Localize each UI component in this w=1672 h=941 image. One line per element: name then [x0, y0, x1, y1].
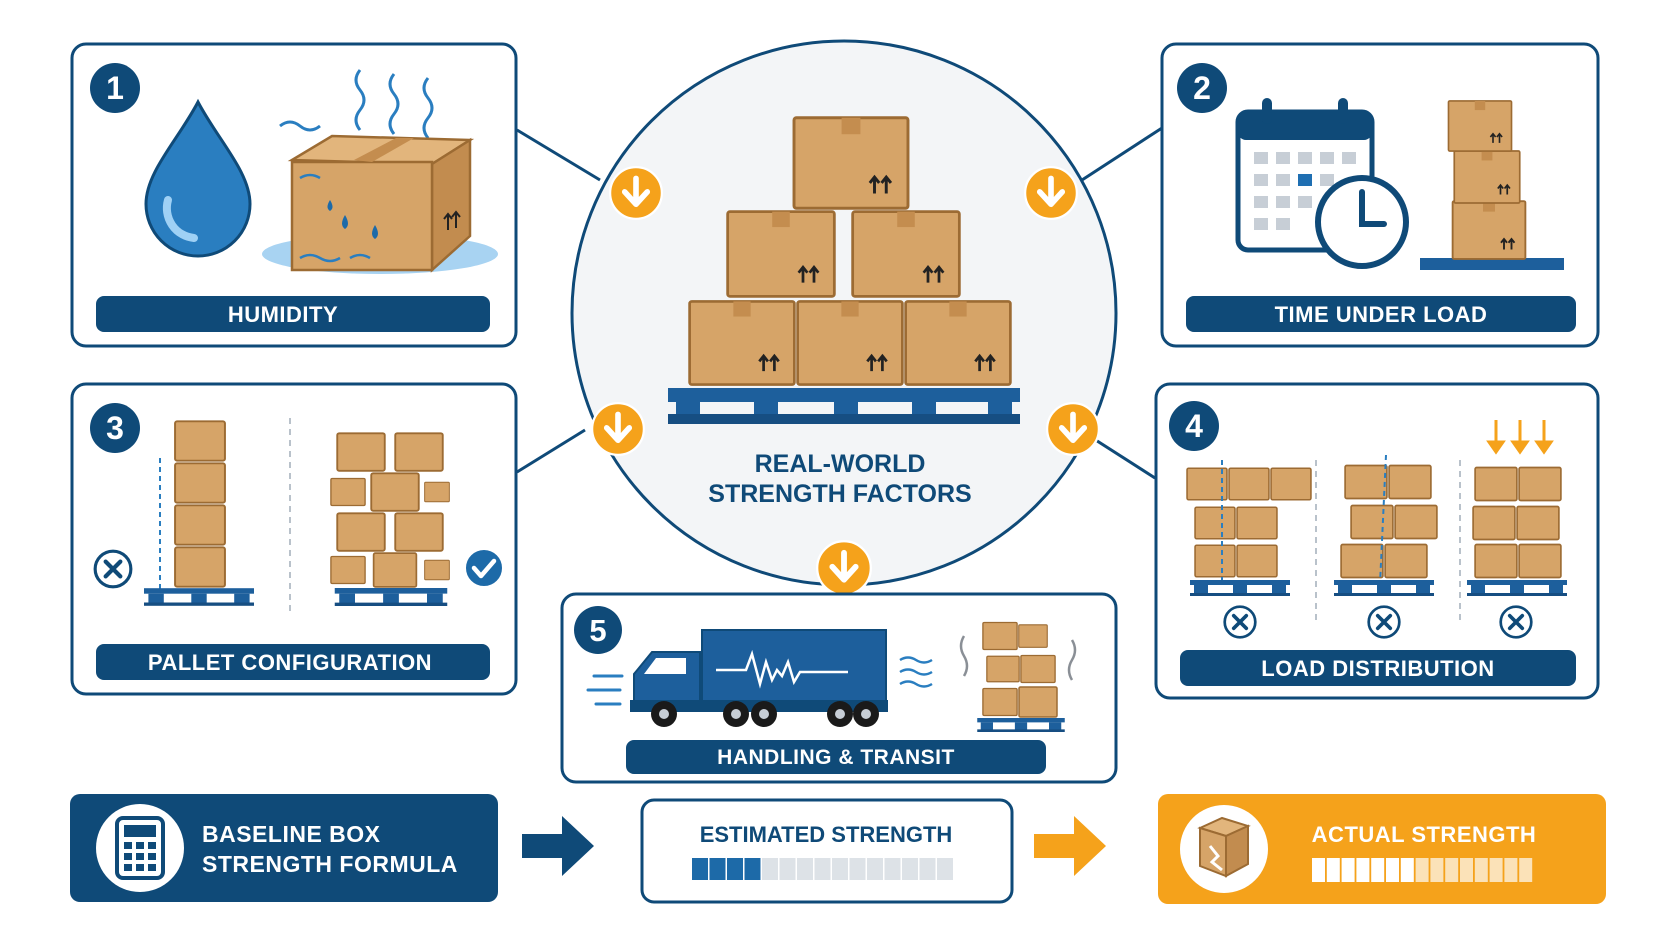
step-number-3: 3	[106, 410, 124, 446]
step-number-badge	[574, 606, 622, 654]
arrow-down-icon	[592, 403, 644, 455]
cross-icon	[1498, 604, 1534, 640]
strength-bar-segment	[1445, 858, 1459, 882]
cross-icon	[95, 551, 131, 587]
factor-label: TIME UNDER LOAD	[1275, 302, 1488, 327]
leaning-stack-icon	[1334, 454, 1438, 596]
center-title-line1: REAL-WORLD	[755, 450, 926, 478]
factor-label-bar	[96, 644, 490, 680]
actual-strength-label: ACTUAL STRENGTH	[1312, 822, 1537, 847]
strength-bar-segment	[1504, 858, 1518, 882]
factor-card-humidity: 1 HUMIDITY	[70, 42, 518, 348]
factor-label-bar	[96, 296, 490, 332]
actual-strength-bar	[1312, 858, 1533, 882]
factor-card-time-under-load: 2 TIME UNDER LOAD	[1160, 42, 1600, 348]
factor-card-load-distribution: 4	[1154, 382, 1600, 700]
check-icon	[464, 548, 504, 588]
strength-bar-segment	[779, 858, 796, 880]
step-number-badge	[1177, 63, 1227, 113]
factor-card-handling-transit: 5 HANDLING & TRANSIT	[560, 592, 1118, 784]
arrow-down-icon	[1025, 167, 1077, 219]
strength-bar-segment	[902, 858, 918, 880]
strength-bar-segment	[1415, 858, 1429, 882]
strength-bar-segment	[814, 858, 831, 880]
offset-stack-icon	[1186, 460, 1312, 596]
factor-label: HUMIDITY	[228, 302, 338, 327]
step-number-badge	[1169, 401, 1219, 451]
strength-bar-segment	[1371, 858, 1385, 882]
arrow-down-icon	[610, 167, 662, 219]
strength-bar-segment	[849, 858, 866, 880]
cross-icon	[1222, 604, 1258, 640]
strength-bar-segment	[709, 858, 726, 880]
vibration-icon	[899, 656, 933, 688]
factor-label: HANDLING & TRANSIT	[717, 746, 955, 769]
arrow-down-icon	[1047, 403, 1099, 455]
center-pallet-icon	[668, 388, 1020, 424]
strength-bar-segment	[884, 858, 901, 880]
soggy-box-icon	[287, 134, 475, 273]
baseline-formula-box: BASELINE BOX STRENGTH FORMULA	[70, 794, 498, 902]
stacked-boxes-icon	[1420, 100, 1564, 270]
strength-bar-segment	[727, 858, 743, 880]
strength-bar-segment	[744, 858, 761, 880]
strength-bar-segment	[1356, 858, 1370, 882]
strength-bar-segment	[867, 858, 883, 880]
strength-bar-segment	[762, 858, 778, 880]
factor-card-pallet-configuration: 3 PALLET CONFIGURATION	[70, 382, 518, 696]
strength-bar-segment	[1489, 858, 1503, 882]
factor-label-bar	[1180, 650, 1576, 686]
baseline-line1: BASELINE BOX	[202, 821, 381, 847]
factor-label-bar	[626, 740, 1046, 774]
step-number-2: 2	[1193, 70, 1211, 106]
strength-bar-segment	[1400, 858, 1414, 882]
strength-bar-segment	[1312, 858, 1325, 882]
strength-bar-segment	[1460, 858, 1473, 882]
arrow-down-icon	[817, 541, 871, 595]
factor-label: PALLET CONFIGURATION	[148, 650, 432, 675]
column-stack-icon	[144, 420, 254, 606]
strength-bar-segment	[692, 858, 708, 880]
step-number-badge	[90, 63, 140, 113]
strength-bar-segment	[832, 858, 848, 880]
center-title-line2: STRENGTH FACTORS	[708, 480, 971, 508]
calculator-icon	[115, 816, 165, 880]
shaky-stack-icon	[959, 621, 1077, 732]
arrow-right-icon	[522, 816, 594, 876]
strength-bar-segment	[797, 858, 813, 880]
step-number-5: 5	[589, 613, 606, 648]
estimated-strength-label: ESTIMATED STRENGTH	[700, 822, 953, 847]
step-number-badge	[90, 403, 140, 453]
uneven-stack-icon	[1467, 466, 1567, 596]
arrow-right-icon	[1034, 816, 1106, 876]
damaged-box-icon	[1197, 816, 1251, 878]
cross-icon	[1366, 604, 1402, 640]
baseline-line2: STRENGTH FORMULA	[202, 851, 458, 877]
strength-bar-segment	[1519, 858, 1533, 882]
top-load-arrows-icon	[1486, 420, 1554, 455]
strength-bar-segment	[1341, 858, 1355, 882]
factor-label: LOAD DISTRIBUTION	[1261, 656, 1494, 681]
clock-icon	[1315, 175, 1409, 269]
strength-bar-segment	[919, 858, 936, 880]
estimated-strength-bar	[692, 858, 953, 880]
factor-label-bar	[1186, 296, 1576, 332]
strength-bar-segment	[1386, 858, 1399, 882]
step-number-4: 4	[1185, 408, 1203, 444]
strength-bar-segment	[937, 858, 953, 880]
strength-bar-segment	[1474, 858, 1488, 882]
vapor-icon	[279, 69, 434, 139]
truck-icon	[630, 629, 888, 727]
strength-bar-segment	[1326, 858, 1340, 882]
center-circle: REAL-WORLD STRENGTH FACTORS	[570, 39, 1118, 587]
actual-strength-box: ACTUAL STRENGTH	[1158, 794, 1606, 904]
strength-bar-segment	[1430, 858, 1444, 882]
step-number-1: 1	[106, 70, 124, 106]
estimated-strength-box: ESTIMATED STRENGTH	[640, 798, 1014, 904]
